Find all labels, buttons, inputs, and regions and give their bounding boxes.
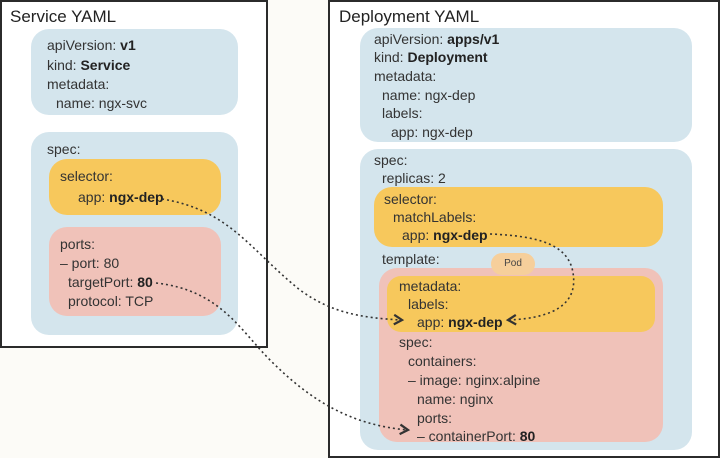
service-yaml-panel: Service YAML apiVersion: v1 kind: Servic… — [0, 0, 268, 348]
deployment-match-labels: matchLabels: — [393, 209, 477, 225]
service-metadata-label: metadata: — [47, 76, 110, 92]
service-yaml-title: Service YAML — [10, 7, 117, 26]
service-protocol: protocol: TCP — [68, 293, 154, 309]
link-service-selector-to-pod-labels — [161, 198, 405, 326]
deployment-header-block: apiVersion: apps/v1 kind: Deployment met… — [360, 28, 692, 142]
pod-labels-label: labels: — [408, 296, 449, 312]
deployment-template-label: template: — [382, 251, 440, 267]
pod-template-block: metadata: labels: app: ngx-dep spec: con… — [379, 268, 663, 444]
deployment-yaml-panel: Deployment YAML apiVersion: apps/v1 kind… — [328, 0, 720, 458]
pod-container-image: – image: nginx:alpine — [408, 372, 541, 388]
link-deployment-selector-to-pod-labels — [489, 233, 575, 326]
pod-metadata-block: metadata: labels: app: ngx-dep — [387, 276, 655, 332]
service-api-version: apiVersion: v1 — [47, 37, 136, 53]
service-spec-block: spec: selector: app: ngx-dep ports: – po… — [31, 132, 238, 335]
deployment-replicas: replicas: 2 — [382, 170, 446, 186]
deployment-yaml-title: Deployment YAML — [339, 7, 480, 26]
pod-containers-label: containers: — [408, 353, 477, 369]
deployment-kind: kind: Deployment — [374, 49, 488, 65]
pod-badge: Pod — [491, 253, 535, 275]
deployment-labels-label: labels: — [382, 105, 423, 121]
deployment-spec-label: spec: — [374, 152, 408, 168]
pod-container-ports-label: ports: — [417, 410, 453, 426]
service-selector-block: selector: app: ngx-dep — [49, 159, 221, 215]
pod-labels-app: app: ngx-dep — [417, 314, 503, 330]
service-kind: kind: Service — [47, 57, 131, 73]
deployment-selector-app: app: ngx-dep — [402, 227, 488, 243]
deployment-selector-label: selector: — [384, 191, 437, 207]
service-name: name: ngx-svc — [56, 95, 148, 111]
link-target-port-to-container-port — [155, 282, 411, 436]
service-selector-app: app: ngx-dep — [78, 189, 164, 205]
deployment-spec-block: spec: replicas: 2 selector: matchLabels:… — [360, 149, 692, 450]
service-ports-block: ports: – port: 80 targetPort: 80 protoco… — [49, 227, 221, 316]
deployment-metadata-label: metadata: — [374, 68, 437, 84]
pod-container-port: – containerPort: 80 — [417, 428, 536, 444]
service-port: – port: 80 — [60, 255, 120, 271]
pod-metadata-label: metadata: — [399, 278, 462, 294]
deployment-labels-app: app: ngx-dep — [391, 124, 473, 140]
pod-container-name: name: nginx — [417, 391, 494, 407]
deployment-selector-block: selector: matchLabels: app: ngx-dep — [374, 187, 663, 247]
deployment-name: name: ngx-dep — [382, 87, 476, 103]
service-spec-label: spec: — [47, 141, 81, 157]
service-ports-label: ports: — [60, 236, 96, 252]
service-selector-label: selector: — [60, 168, 113, 184]
deployment-api-version: apiVersion: apps/v1 — [374, 31, 500, 47]
service-header-block: apiVersion: v1 kind: Service metadata: n… — [31, 29, 238, 115]
pod-spec-label: spec: — [399, 334, 433, 350]
service-target-port: targetPort: 80 — [68, 274, 153, 290]
